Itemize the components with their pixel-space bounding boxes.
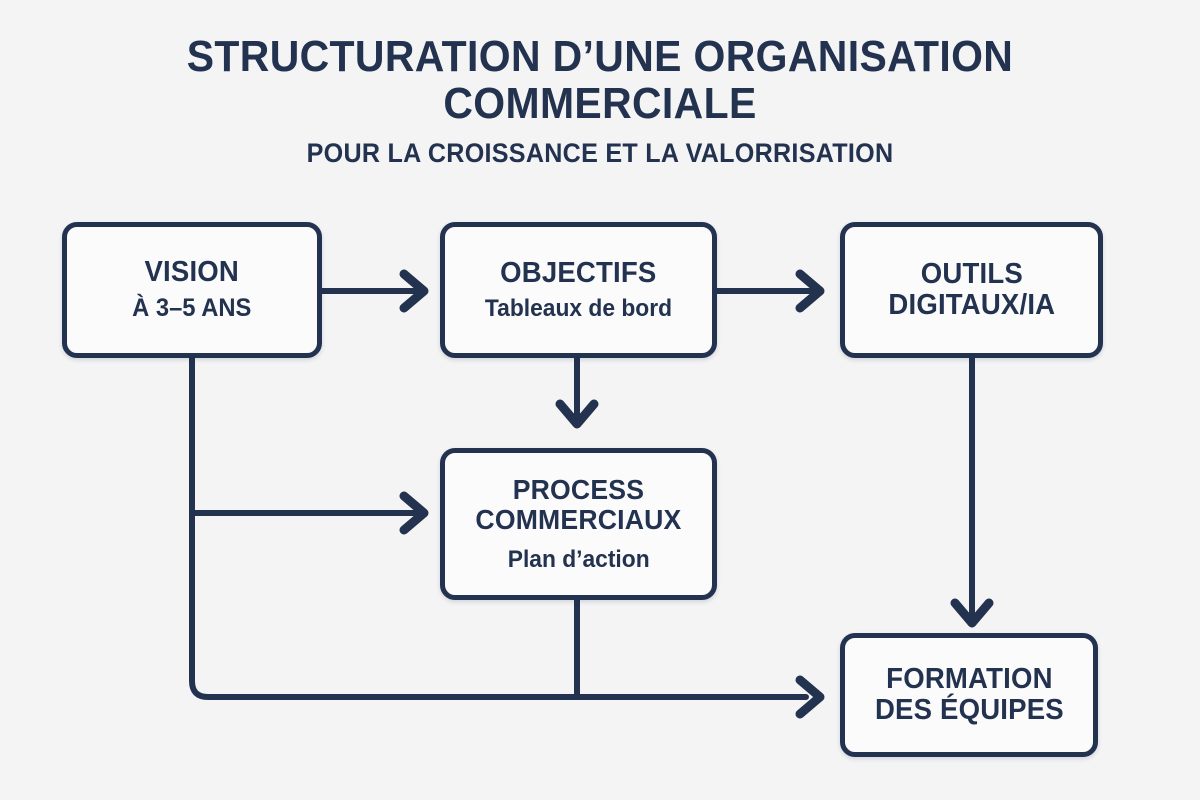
node-vision[interactable]: VISION À 3–5 ANS [62,222,322,358]
arrowhead-vision-objectifs [399,269,429,313]
node-outils[interactable]: OUTILS DIGITAUX/IA [840,222,1103,358]
node-outils-title: OUTILS DIGITAUX/IA [888,257,1055,322]
node-process-title: PROCESS COMMERCIAUX [475,474,682,536]
node-formation-title: FORMATION DES ÉQUIPES [874,662,1064,727]
node-outils-title-line-2: DIGITAUX/IA [888,289,1055,321]
arrowhead-vision-process [399,491,429,535]
page-title-line-1: STRUCTURATION D’UNE ORGANISATION [186,32,1014,81]
node-formation-title-line-2: DES ÉQUIPES [874,694,1064,726]
arrowhead-objectifs-process [555,399,599,429]
node-process-subtitle: Plan d’action [507,545,650,573]
node-formation-title-line-1: FORMATION [885,662,1053,695]
node-vision-subtitle: À 3–5 ANS [132,294,252,323]
arrowhead-objectifs-outils [795,269,825,313]
arrowhead-vision-formation [795,675,825,719]
page-subtitle: POUR LA CROISSANCE ET LA VALORRISATION [306,138,894,169]
page-title-line-2: COMMERCIALE [443,78,757,128]
node-formation[interactable]: FORMATION DES ÉQUIPES [840,633,1098,757]
node-outils-title-line-1: OUTILS [920,257,1023,290]
node-process[interactable]: PROCESS COMMERCIAUX Plan d’action [440,448,717,600]
node-objectifs-title: OBJECTIFS [500,256,657,289]
node-process-title-line-2: COMMERCIAUX [475,504,682,536]
node-process-title-line-1: PROCESS [512,474,645,506]
node-vision-title: VISION [144,256,240,289]
page-title: STRUCTURATION D’UNE ORGANISATION COMMERC… [182,32,1019,128]
node-objectifs[interactable]: OBJECTIFS Tableaux de bord [440,222,717,358]
arrowhead-outils-formation [950,598,994,628]
heading-block: STRUCTURATION D’UNE ORGANISATION COMMERC… [0,32,1200,169]
node-objectifs-subtitle: Tableaux de bord [484,294,673,322]
